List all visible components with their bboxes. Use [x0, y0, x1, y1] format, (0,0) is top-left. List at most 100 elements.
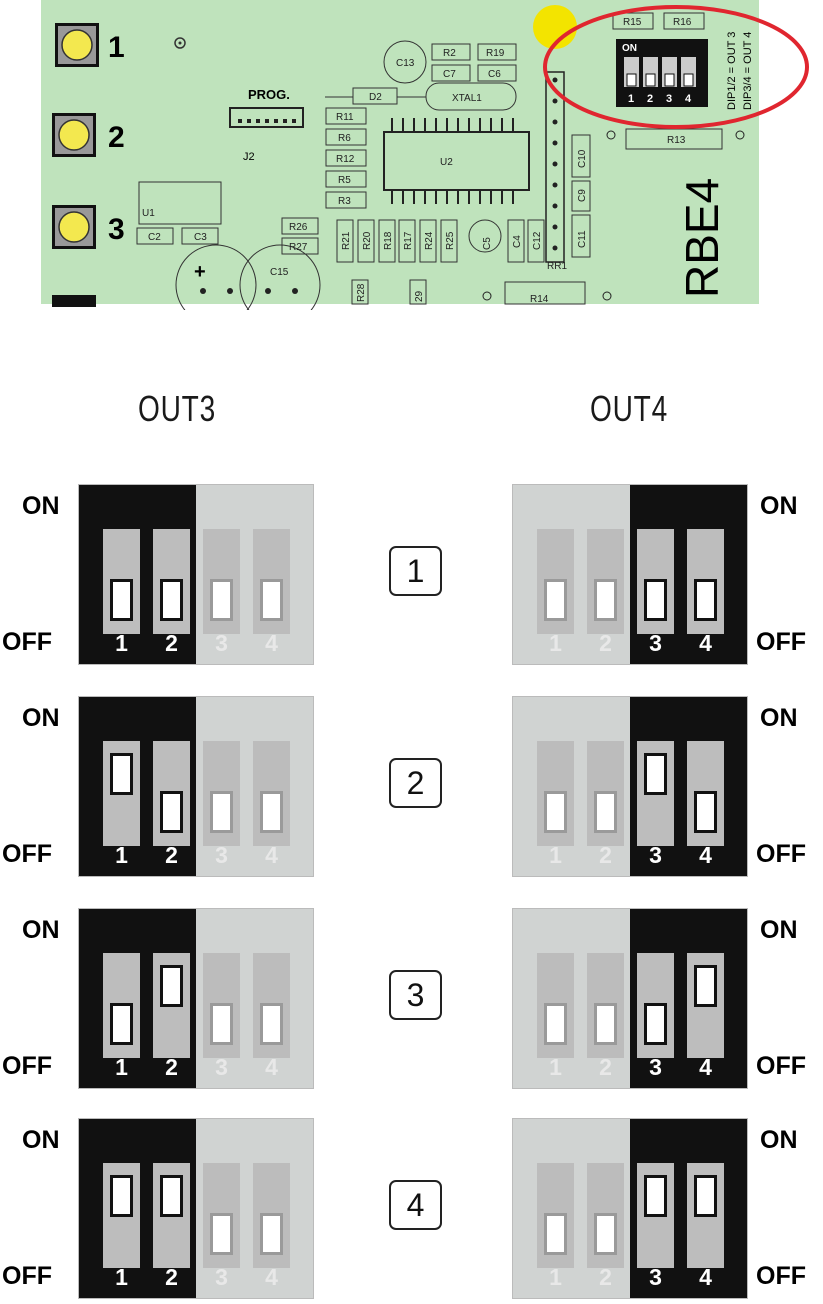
label-r14: R14 — [530, 294, 549, 305]
dip-number-4: 4 — [699, 1264, 712, 1290]
control-board-illustration: 1 2 3 PROG. J2 R15 R16 C13 R2 — [41, 0, 809, 310]
off-label-right-2: OFF — [756, 840, 806, 868]
dip-slot-3 — [637, 529, 674, 634]
label-d2: D2 — [369, 92, 382, 103]
dip-knob-1-on — [110, 753, 133, 795]
dip-number-1: 1 — [549, 1264, 562, 1290]
push-button-2 — [52, 113, 96, 157]
label-r16: R16 — [673, 17, 692, 28]
dip-slot-4 — [253, 529, 290, 634]
dip-slot-3 — [203, 741, 240, 846]
label-c6: C6 — [488, 69, 501, 80]
dip-slot-2 — [587, 741, 624, 846]
button-number-2: 2 — [108, 121, 125, 154]
prog-label: PROG. — [248, 87, 290, 102]
label-r15: R15 — [623, 17, 642, 28]
dip-knob-3-off — [644, 1003, 667, 1045]
dip-slot-2 — [153, 1163, 190, 1268]
dip-knob-4-off — [260, 579, 283, 621]
dip-knob-3-on — [644, 753, 667, 795]
dip-number-3: 3 — [649, 1264, 662, 1290]
dip-knob-4-off — [260, 791, 283, 833]
dip-knob-2-off — [594, 1003, 617, 1045]
setting-badge-4: 4 — [389, 1180, 442, 1230]
label-c9: C9 — [577, 189, 588, 202]
dip-knob-1-off — [110, 1003, 133, 1045]
dip-number-3: 3 — [215, 842, 228, 868]
dip-note-out4: DIP3/4 = OUT 4 — [742, 32, 754, 110]
label-r11: R11 — [336, 112, 354, 123]
dip-slot-2 — [153, 529, 190, 634]
dip-slot-3 — [637, 1163, 674, 1268]
label-r26: R26 — [289, 222, 308, 233]
dip-slot-4 — [253, 1163, 290, 1268]
dip-knob-3-off — [210, 1213, 233, 1255]
push-button-1 — [55, 23, 99, 67]
on-label-right-1: ON — [760, 492, 798, 520]
dip-slot-2 — [587, 1163, 624, 1268]
on-label-right-2: ON — [760, 704, 798, 732]
dip-slot-1 — [103, 953, 140, 1058]
dip-knob-1-off — [544, 1003, 567, 1045]
dip-slot-1 — [537, 953, 574, 1058]
dip-number-4: 4 — [265, 1054, 278, 1080]
on-label-right-4: ON — [760, 1126, 798, 1154]
board-name: RBE4 — [676, 178, 728, 298]
mini-dip-num-1: 1 — [628, 93, 634, 105]
chip-u2 — [383, 131, 530, 191]
label-r19: R19 — [486, 48, 505, 59]
dip-knob-2-on — [160, 1175, 183, 1217]
label-r17: R17 — [403, 231, 414, 250]
svg-text:+: + — [194, 261, 206, 283]
dip-knob-4-on — [694, 1175, 717, 1217]
push-button-3 — [52, 205, 96, 249]
prog-connector — [229, 107, 304, 128]
dip-slot-1 — [103, 1163, 140, 1268]
label-c5: C5 — [482, 237, 493, 250]
dip-slot-1 — [103, 741, 140, 846]
dip-slot-1 — [537, 1163, 574, 1268]
dip-switch-out4-4: 1 2 3 4 — [512, 1118, 748, 1299]
dip-slot-4 — [687, 953, 724, 1058]
dip-slot-3 — [203, 529, 240, 634]
out3-header: OUT3 — [138, 388, 217, 429]
label-c11: C11 — [577, 230, 588, 248]
dip-number-4: 4 — [265, 842, 278, 868]
dip-knob-2-off — [594, 1213, 617, 1255]
dip-knob-1-off — [544, 1213, 567, 1255]
dip-slot-4 — [253, 953, 290, 1058]
dip-number-2: 2 — [599, 1054, 612, 1080]
setting-badge-2: 2 — [389, 758, 442, 808]
dip-slot-4 — [253, 741, 290, 846]
dip-number-4: 4 — [265, 1264, 278, 1290]
dip-number-2: 2 — [165, 1264, 178, 1290]
dip-knob-2-off — [594, 579, 617, 621]
label-rr1: RR1 — [547, 261, 567, 272]
j2-label: J2 — [243, 151, 255, 163]
dip-number-2: 2 — [599, 1264, 612, 1290]
on-label-left-4: ON — [22, 1126, 60, 1154]
dip-number-1: 1 — [115, 1264, 128, 1290]
label-r13: R13 — [667, 135, 686, 146]
dip-knob-2-off — [594, 791, 617, 833]
label-c4: C4 — [512, 235, 523, 248]
mini-dip-num-3: 3 — [666, 93, 672, 105]
on-label-right-3: ON — [760, 916, 798, 944]
off-label-left-4: OFF — [2, 1262, 52, 1290]
label-r25: R25 — [445, 231, 456, 250]
label-r5: R5 — [338, 175, 351, 186]
status-led — [533, 5, 577, 49]
out4-header: OUT4 — [590, 388, 669, 429]
dip-number-1: 1 — [115, 1054, 128, 1080]
dip-number-3: 3 — [215, 1054, 228, 1080]
setting-badge-3: 3 — [389, 970, 442, 1020]
label-r24: R24 — [424, 231, 435, 250]
dip-number-2: 2 — [165, 842, 178, 868]
label-u2: U2 — [440, 157, 453, 168]
label-r3: R3 — [338, 196, 351, 207]
dip-knob-4-on — [694, 965, 717, 1007]
label-r21: R21 — [341, 231, 352, 250]
